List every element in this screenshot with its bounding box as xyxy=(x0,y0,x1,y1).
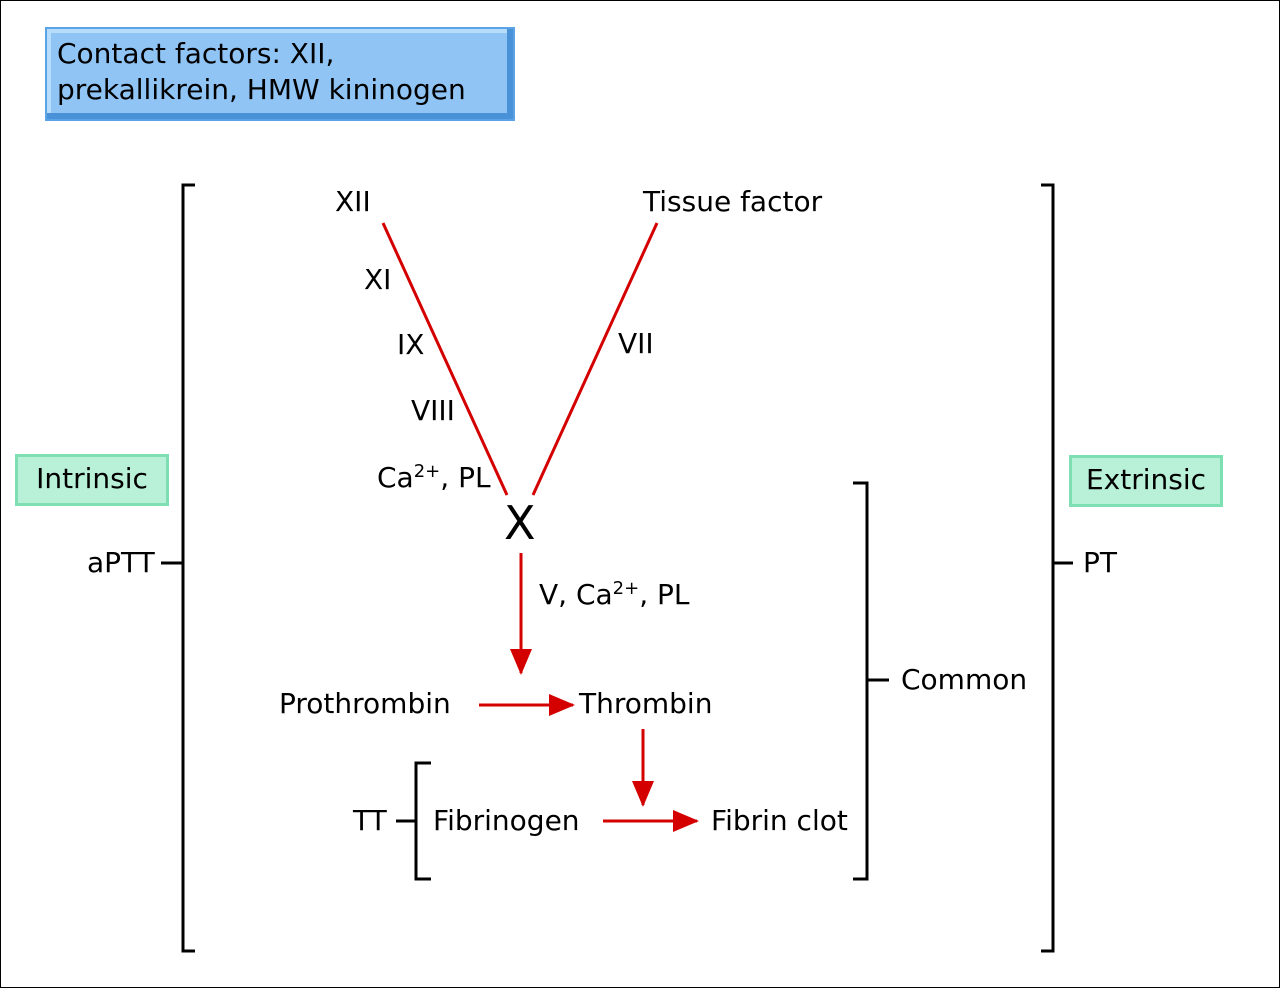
tt-bracket xyxy=(414,761,431,881)
extrinsic-box: Extrinsic xyxy=(1069,455,1223,507)
prothrombin-label: Prothrombin xyxy=(279,687,451,720)
x-cofactor-label: V, Ca2+, PL xyxy=(539,578,690,611)
aptt-label: aPTT xyxy=(87,546,155,579)
factor-vii-label: VII xyxy=(618,327,654,360)
common-bracket xyxy=(853,481,869,881)
contact-factors-line-1: Contact factors: XII, xyxy=(57,37,335,70)
factor-xi-label: XI xyxy=(364,263,392,296)
fibrin-clot-label: Fibrin clot xyxy=(711,804,848,837)
tissue-factor-label: Tissue factor xyxy=(643,185,823,218)
pt-label: PT xyxy=(1083,546,1117,579)
tt-label: TT xyxy=(353,804,387,837)
intrinsic-box: Intrinsic xyxy=(15,454,169,506)
factor-x-label: X xyxy=(504,496,536,550)
contact-factors-line-2: prekallikrein, HMW kininogen xyxy=(57,73,466,106)
thrombin-label: Thrombin xyxy=(579,687,713,720)
fibrinogen-label: Fibrinogen xyxy=(433,804,580,837)
extrinsic-line xyxy=(531,222,659,496)
common-label: Common xyxy=(901,663,1028,696)
factor-viii-label: VIII xyxy=(411,394,455,427)
aptt-bracket xyxy=(181,183,195,953)
factor-ix-label: IX xyxy=(397,328,425,361)
pt-bracket xyxy=(1041,183,1055,953)
intrinsic-line xyxy=(381,222,509,496)
contact-factors-box: Contact factors: XII, prekallikrein, HMW… xyxy=(45,27,515,121)
factor-xii-label: XII xyxy=(335,185,371,218)
intrinsic-cofactor-label: Ca2+, PL xyxy=(377,461,491,494)
